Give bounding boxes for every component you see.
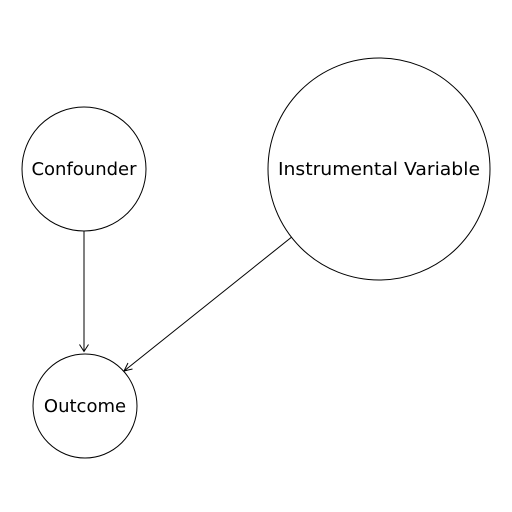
node-label: Confounder: [31, 159, 137, 180]
node-label: Instrumental Variable: [278, 159, 480, 180]
node-circle: [267, 57, 491, 281]
node-circle: [32, 353, 138, 459]
edge-line: [123, 235, 294, 372]
node-circle: [21, 106, 147, 232]
node-label: Outcome: [44, 396, 126, 417]
edge-instrumental-to-outcome: [123, 235, 294, 372]
arrow-head: [79, 344, 89, 353]
node-instrumental-variable[interactable]: Instrumental Variable: [267, 57, 491, 281]
node-confounder[interactable]: Confounder: [21, 106, 147, 232]
node-outcome[interactable]: Outcome: [32, 353, 138, 459]
edge-confounder-to-outcome: [79, 231, 89, 353]
